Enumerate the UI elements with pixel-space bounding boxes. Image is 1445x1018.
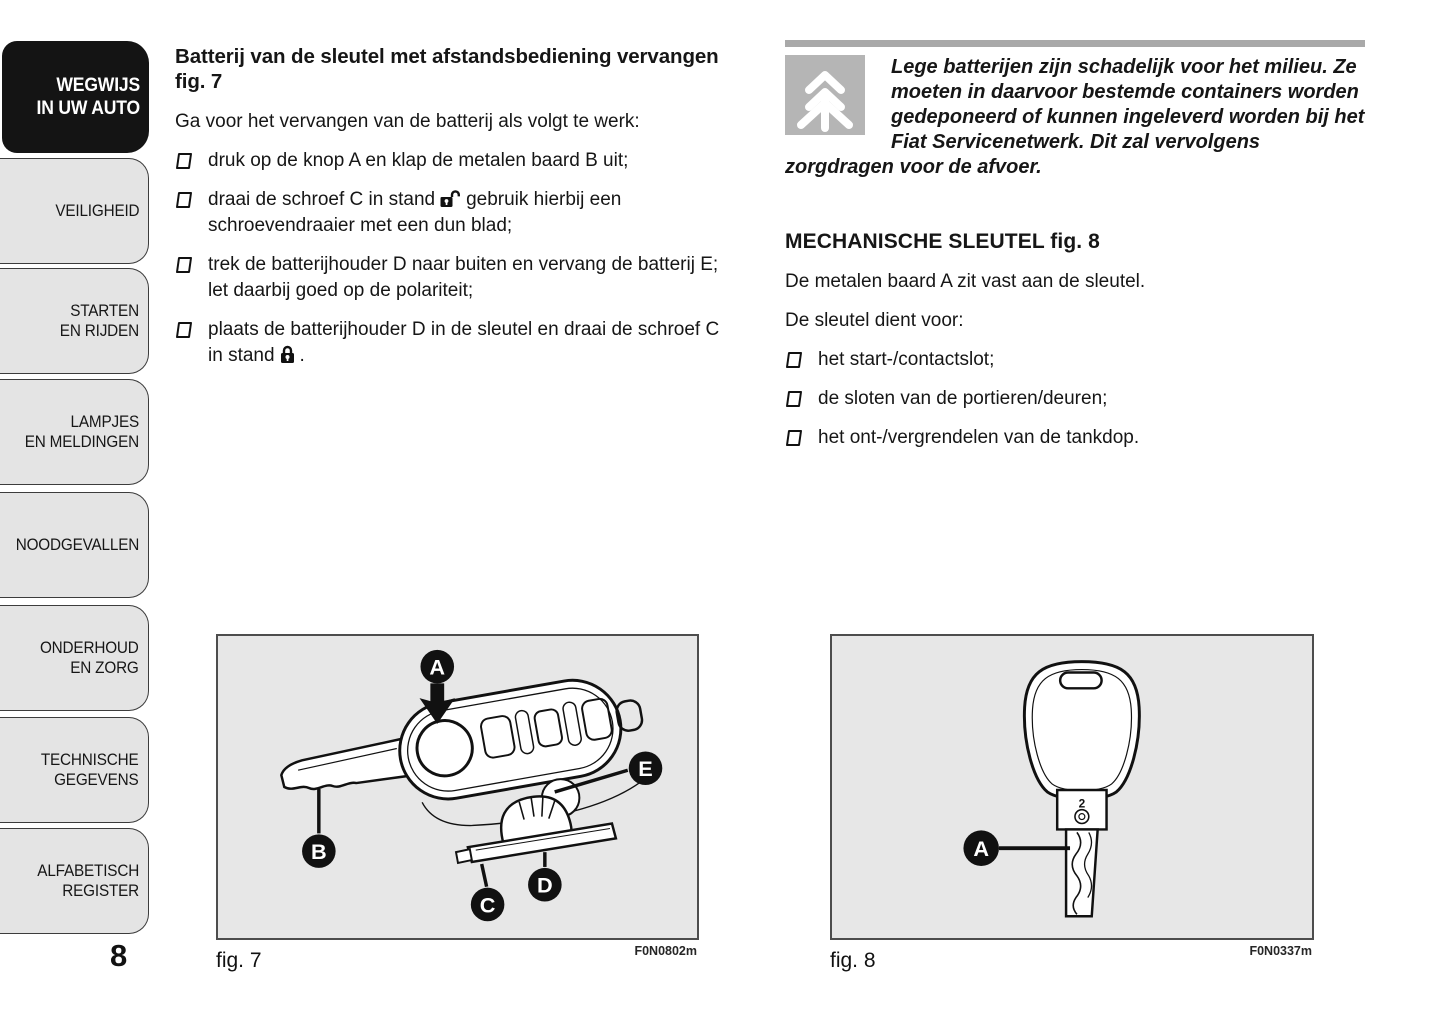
square-bullet-icon	[175, 191, 193, 208]
figure-label: C	[480, 892, 496, 917]
square-bullet-icon	[175, 256, 193, 273]
figure-code: F0N0802m	[634, 944, 697, 958]
figure-caption: fig. 8	[830, 949, 876, 972]
sidebar-item-label: TECHNISCHE GEGEVENS	[41, 750, 139, 789]
bullet-text: het start-/contactslot;	[818, 349, 995, 371]
step-text: plaats de batterijhouder D in de sleutel…	[208, 318, 720, 366]
right-column: Lege batterijen zijn schadelijk voor het…	[785, 40, 1365, 464]
padlock-closed-icon	[280, 345, 294, 363]
sidebar-item-veiligheid[interactable]: VEILIGHEID	[0, 158, 149, 264]
paragraph: De sleutel dient voor:	[785, 310, 964, 332]
eco-note: Lege batterijen zijn schadelijk voor het…	[785, 55, 1365, 180]
step-text: trek de batterijhouder D naar buiten en …	[208, 253, 719, 301]
section-heading: MECHANISCHE SLEUTEL fig. 8	[785, 230, 1100, 253]
figure-7-illustration: A B C D E	[216, 634, 699, 940]
square-bullet-icon	[785, 430, 803, 447]
sidebar-item-onderhoud-en-zorg[interactable]: ONDERHOUD EN ZORG	[0, 605, 149, 711]
sidebar-item-label: LAMPJES EN MELDINGEN	[24, 412, 139, 451]
remote-key-illustration: A B C D E	[280, 649, 663, 922]
step-text: .	[299, 344, 305, 366]
square-bullet-icon	[175, 152, 193, 169]
sidebar-item-label: ALFABETISCH REGISTER	[37, 861, 139, 900]
figure-label: E	[638, 756, 652, 781]
paragraph: De metalen baard A zit vast aan de sleut…	[785, 271, 1146, 292]
step-list: druk op de knop A en klap de metalen baa…	[175, 148, 731, 369]
sidebar-item-technische-gegevens[interactable]: TECHNISCHE GEGEVENS	[0, 717, 149, 823]
eco-note-text: Lege batterijen zijn schadelijk voor het…	[785, 56, 1365, 178]
step-text: gebruik hierbij een schroevendraaier met…	[208, 188, 622, 236]
list-item: plaats de batterijhouder D in de sleutel…	[175, 317, 731, 369]
sidebar-item-label: ONDERHOUD EN ZORG	[40, 638, 139, 677]
key-marking: 2	[1079, 797, 1086, 811]
padlock-open-icon	[440, 190, 461, 207]
list-item: druk op de knop A en klap de metalen baa…	[175, 148, 731, 174]
page-number: 8	[110, 938, 128, 973]
step-text: druk op de knop A en klap de metalen baa…	[208, 149, 629, 171]
sidebar-item-alfabetisch-register[interactable]: ALFABETISCH REGISTER	[0, 828, 149, 934]
sidebar-item-label: STARTEN EN RIJDEN	[59, 301, 139, 340]
figure-8-illustration: 2 A	[830, 634, 1314, 940]
section-heading: Batterij van de sleutel met afstandsbedi…	[175, 45, 719, 94]
sidebar-item-starten-en-rijden[interactable]: STARTEN EN RIJDEN	[0, 268, 149, 374]
figure-7: A B C D E F0N0802m fig. 7	[216, 634, 699, 1014]
figure-code: F0N0337m	[1249, 944, 1312, 958]
left-column: Batterij van de sleutel met afstandsbedi…	[175, 44, 731, 382]
sidebar-item-label: VEILIGHEID	[54, 201, 139, 221]
list-item: trek de batterijhouder D naar buiten en …	[175, 252, 731, 304]
bullet-list: het start-/contactslot; de sloten van de…	[785, 347, 1365, 451]
list-item: het start-/contactslot;	[785, 347, 1365, 373]
step-text: draai de schroef C in stand	[208, 188, 436, 210]
figure-label: B	[311, 839, 327, 864]
list-item: het ont-/vergrendelen van de tankdop.	[785, 425, 1365, 451]
square-bullet-icon	[175, 321, 193, 338]
bullet-text: de sloten van de portieren/deuren;	[818, 388, 1108, 410]
sidebar-item-lampjes-en-meldingen[interactable]: LAMPJES EN MELDINGEN	[0, 379, 149, 485]
square-bullet-icon	[785, 352, 803, 369]
intro-paragraph: Ga voor het vervangen van de batterij al…	[175, 110, 640, 132]
sidebar-item-label: WEGWIJS IN UW AUTO	[36, 74, 141, 119]
figure-label: A	[429, 654, 445, 679]
figure-label: D	[537, 873, 553, 898]
sidebar-item-wegwijs-in-uw-auto[interactable]: WEGWIJS IN UW AUTO	[2, 41, 149, 153]
square-bullet-icon	[785, 391, 803, 408]
mechanical-key-illustration: 2 A	[963, 660, 1141, 918]
figure-label: A	[973, 836, 989, 861]
divider-bar	[785, 40, 1365, 47]
sidebar-item-label: NOODGEVALLEN	[15, 535, 140, 555]
fir-tree-recycle-icon	[785, 55, 865, 135]
figure-8: 2 A F0N0337m fig. 8	[830, 634, 1314, 1014]
figure-caption: fig. 7	[216, 949, 262, 972]
bullet-text: het ont-/vergrendelen van de tankdop.	[818, 427, 1140, 449]
sidebar-item-noodgevallen[interactable]: NOODGEVALLEN	[0, 492, 149, 598]
list-item: de sloten van de portieren/deuren;	[785, 386, 1365, 412]
